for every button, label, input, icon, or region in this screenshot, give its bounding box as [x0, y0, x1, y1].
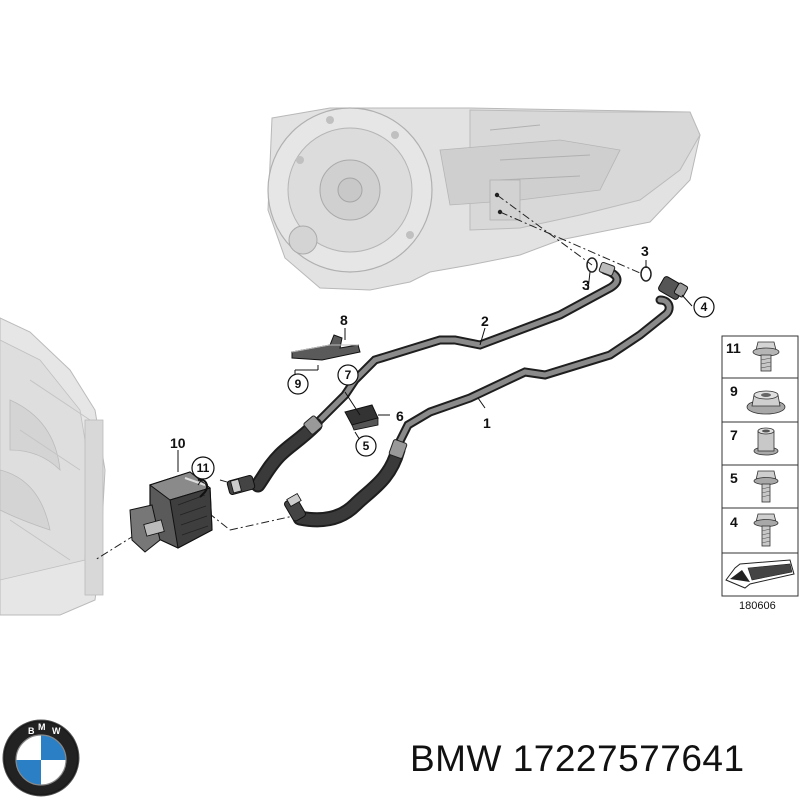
callout-6: 6 [396, 408, 404, 424]
callout-10: 10 [170, 435, 186, 451]
svg-text:B: B [28, 726, 35, 736]
radiator-fan-ghost [0, 317, 106, 616]
diagram-reference-code: 180606 [739, 600, 776, 612]
callout-2: 2 [481, 313, 489, 329]
fastener-legend: 11 9 7 5 4 [721, 335, 799, 597]
callout-7-circle: 7 [337, 364, 359, 386]
legend-label-4: 4 [730, 514, 738, 530]
flange-bolt-icon [752, 341, 780, 372]
svg-text:W: W [52, 726, 61, 736]
flange-nut-icon [746, 390, 786, 415]
cooler-fittings [197, 475, 306, 522]
callout-8: 8 [340, 312, 348, 328]
pipe-holder [344, 404, 390, 441]
hex-bolt-icon [753, 470, 779, 503]
direction-arrow-icon [725, 559, 795, 589]
pipe-2 [250, 265, 622, 493]
part-number-caption: BMW 17227577641 [410, 738, 745, 779]
callout-3-left: 3 [582, 277, 590, 293]
transmission-fittings [586, 257, 689, 300]
callout-9-circle: 9 [287, 373, 309, 395]
callout-11: 11 [197, 461, 210, 475]
callout-1: 1 [483, 415, 491, 431]
bracket [291, 328, 361, 361]
hex-screw-icon [753, 513, 779, 547]
oil-cooler [129, 471, 213, 553]
bmw-logo: B M W [2, 719, 80, 797]
callout-5-circle: 5 [355, 435, 377, 457]
pipe-1 [292, 295, 674, 528]
legend-label-5: 5 [730, 470, 738, 486]
callout-9: 9 [295, 377, 302, 391]
callout-3-right: 3 [641, 243, 649, 259]
spacer-sleeve-icon [753, 427, 779, 456]
legend-label-11: 11 [726, 340, 741, 356]
callout-11-circle: 11 [191, 456, 215, 480]
transmission-ghost [267, 107, 701, 291]
callout-4-circle: 4 [693, 296, 715, 318]
callout-leaders [177, 260, 693, 486]
callout-5: 5 [363, 439, 370, 453]
legend-label-9: 9 [730, 383, 738, 399]
svg-text:M: M [38, 722, 46, 732]
callout-4: 4 [701, 300, 708, 314]
legend-label-7: 7 [730, 427, 738, 443]
callout-7: 7 [345, 368, 352, 382]
